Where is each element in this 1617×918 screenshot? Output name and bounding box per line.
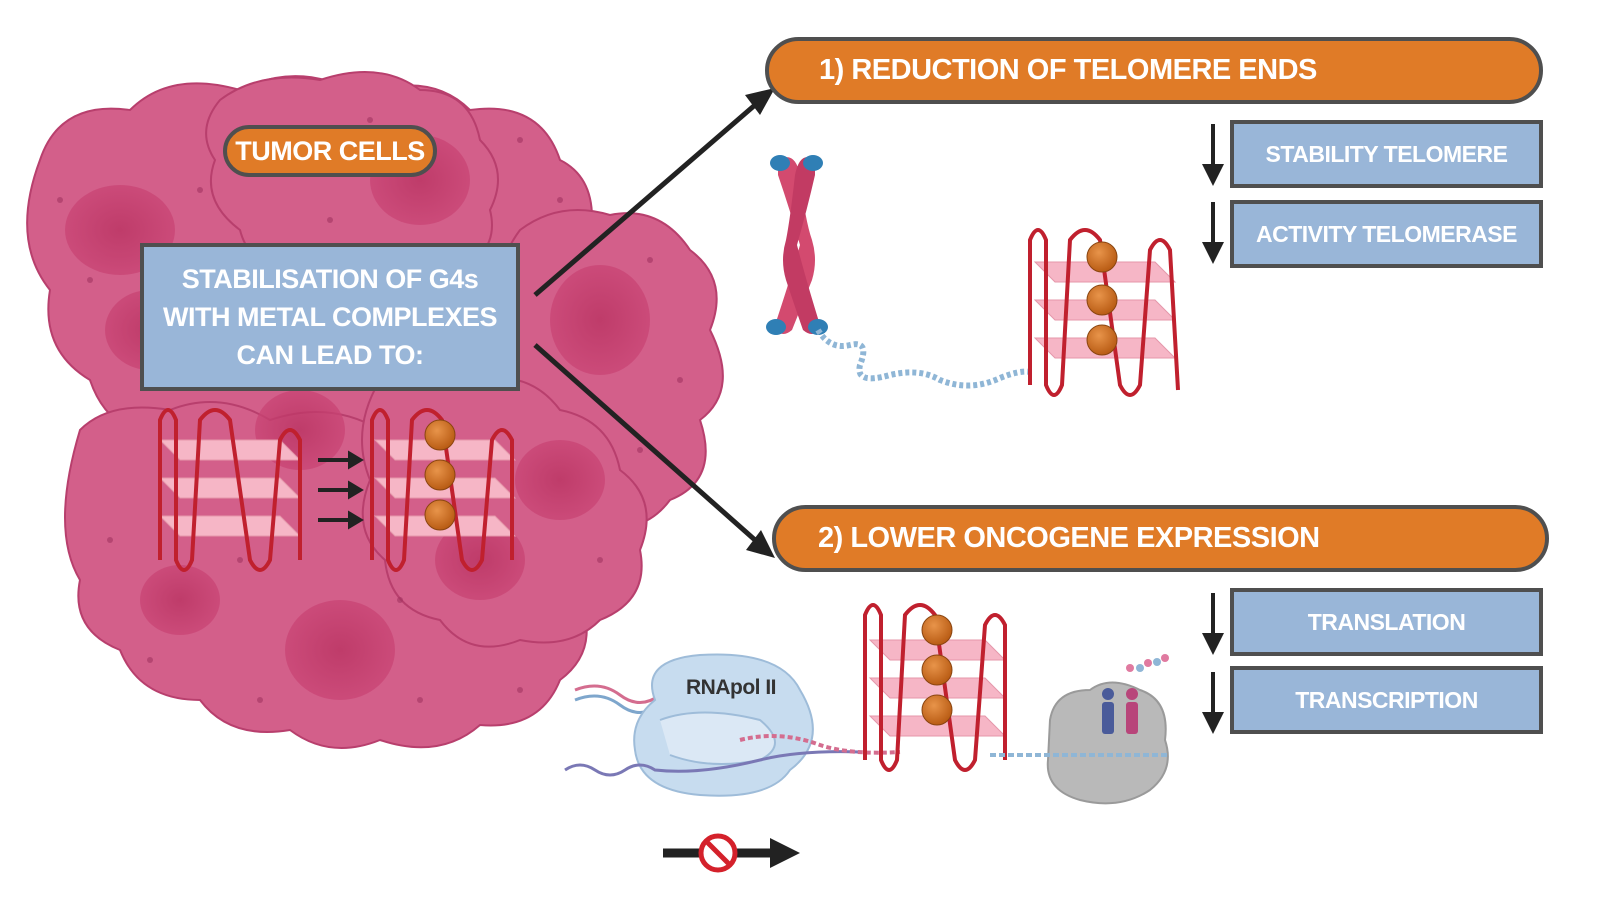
tumor-cells-text: TUMOR CELLS bbox=[235, 135, 425, 166]
outcome-2-title: 2) LOWER ONCOGENE EXPRESSION bbox=[772, 505, 1549, 572]
down-arrow-icon bbox=[1202, 593, 1224, 655]
down-arrow-icon bbox=[1202, 124, 1224, 186]
effect-translation: TRANSLATION bbox=[1230, 588, 1543, 656]
stabilisation-line-1: STABILISATION OF G4s bbox=[181, 264, 479, 294]
arrow-to-outcome-1 bbox=[533, 88, 775, 297]
effect-stability-telomere: STABILITY TELOMERE bbox=[1230, 120, 1543, 188]
effect-activity-telomerase: ACTIVITY TELOMERASE bbox=[1230, 200, 1543, 268]
rna-polymerase bbox=[564, 653, 901, 797]
down-arrow-icon bbox=[1202, 202, 1224, 264]
effect-transcription-text: TRANSCRIPTION bbox=[1295, 686, 1478, 713]
stabilisation-line-3: CAN LEAD TO: bbox=[236, 340, 425, 370]
effect-activity-telomerase-text: ACTIVITY TELOMERASE bbox=[1256, 220, 1518, 247]
chromosome bbox=[766, 155, 828, 335]
g4-quadruplex-bound bbox=[370, 408, 517, 572]
transition-arrows bbox=[318, 450, 364, 530]
g4-quadruplex-unbound bbox=[158, 408, 302, 572]
outcome-1-title-text: 1) REDUCTION OF TELOMERE ENDS bbox=[819, 54, 1317, 86]
effect-transcription: TRANSCRIPTION bbox=[1230, 666, 1543, 734]
stabilisation-line-2: WITH METAL COMPLEXES bbox=[163, 302, 498, 332]
telomere-dna-strand bbox=[815, 328, 1031, 389]
outcome-1-title: 1) REDUCTION OF TELOMERE ENDS bbox=[765, 37, 1543, 104]
effect-stability-telomere-text: STABILITY TELOMERE bbox=[1265, 140, 1508, 167]
rnapol-label: RNApol II bbox=[686, 676, 777, 700]
down-arrow-icon bbox=[1202, 672, 1224, 734]
ribosome bbox=[990, 654, 1170, 805]
arrow-to-outcome-2 bbox=[533, 343, 775, 558]
effect-translation-text: TRANSLATION bbox=[1307, 608, 1466, 635]
g4-telomere-quadruplex bbox=[1028, 228, 1180, 397]
stabilisation-box: STABILISATION OF G4s WITH METAL COMPLEXE… bbox=[140, 243, 520, 391]
rnapol-label-text: RNApol II bbox=[686, 676, 777, 699]
tumor-cells-label: TUMOR CELLS bbox=[223, 125, 437, 177]
g4-oncogene-quadruplex bbox=[863, 603, 1007, 772]
blocked-transcription-icon bbox=[663, 833, 800, 873]
outcome-2-title-text: 2) LOWER ONCOGENE EXPRESSION bbox=[818, 522, 1320, 554]
